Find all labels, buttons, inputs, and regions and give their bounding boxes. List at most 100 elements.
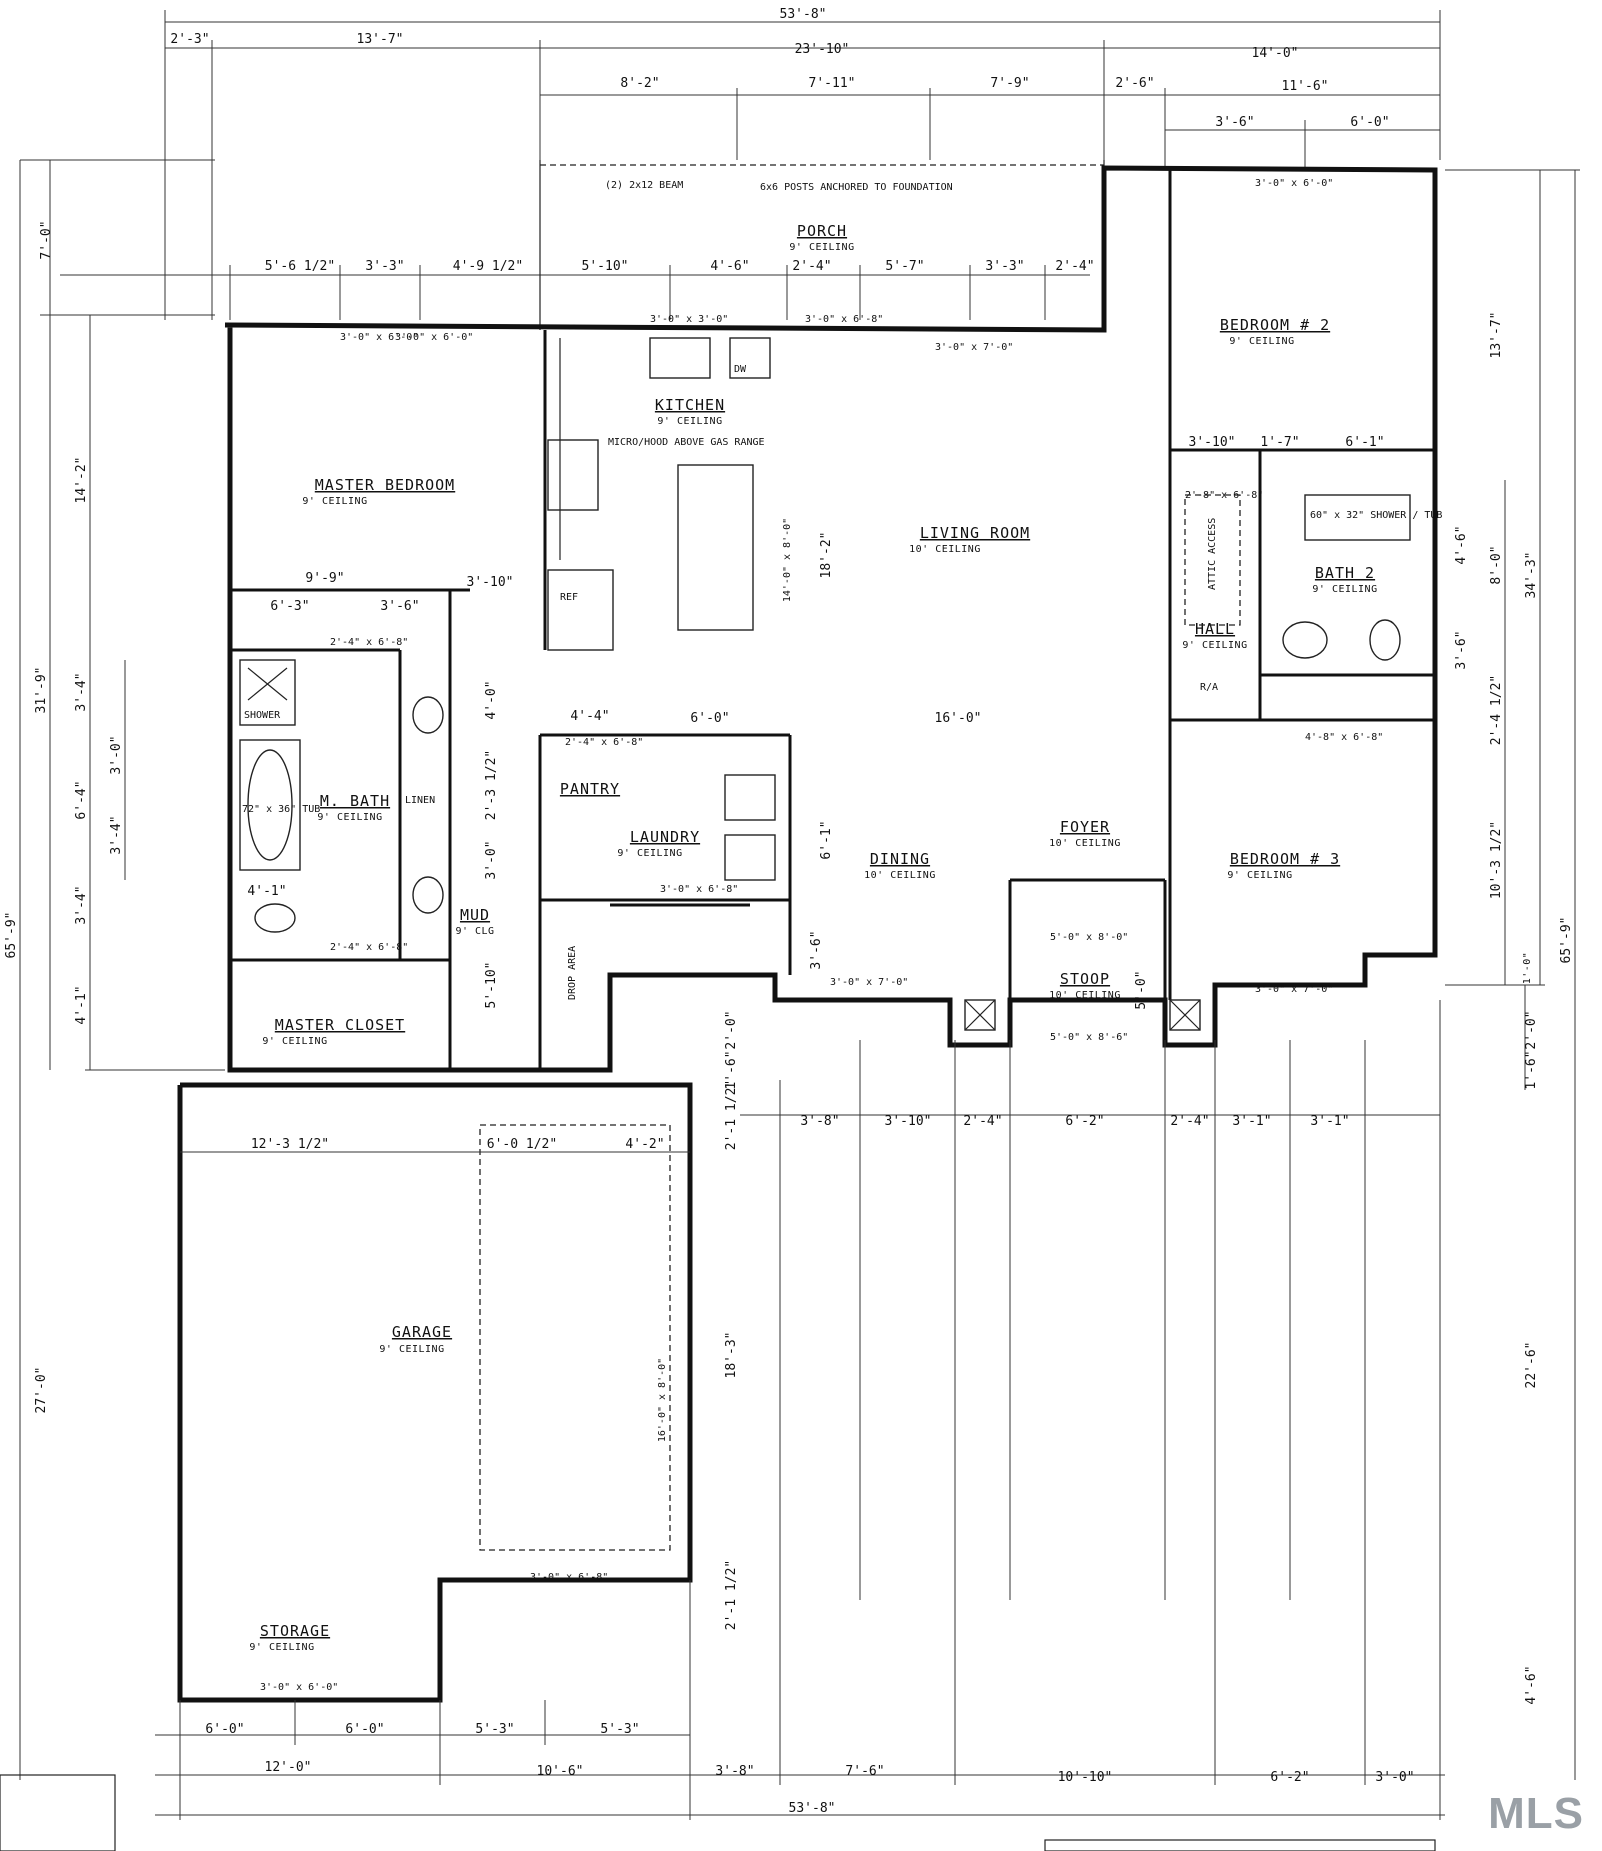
- dim-right-5: 3'-6": [1454, 630, 1469, 669]
- microhood-note: MICRO/HOOD ABOVE GAS RANGE: [608, 437, 765, 448]
- kitchen-ceiling: 9' CEILING: [657, 416, 722, 427]
- pantry-door-tag: 2'-4" x 6'-8": [565, 737, 643, 748]
- dim-top2-1: 8'-2": [620, 76, 659, 91]
- dim-int-8: 18'-2": [819, 532, 834, 579]
- kitchen-fixtures: [547, 337, 771, 651]
- dim-int-13: 6'-1": [1345, 435, 1384, 450]
- living-room-ceiling: 10' CEILING: [909, 544, 981, 555]
- bath2-toilet: [1369, 619, 1401, 661]
- front-door-tag: 3'-0" x 6'-8": [805, 314, 883, 325]
- stoop-label: STOOP: [1060, 970, 1110, 988]
- dim-top2-5: 11'-6": [1282, 79, 1329, 94]
- closet-door-tag: 2'-4" x 6'-8": [330, 942, 408, 953]
- dim-int-4: 3'-10": [467, 575, 514, 590]
- dim-porch-3: 4'-9 1/2": [453, 259, 523, 274]
- attic-label: ATTIC ACCESS: [1207, 518, 1218, 590]
- overall-width-top: 53'-8": [780, 7, 827, 22]
- dim-top2-3: 7'-9": [990, 76, 1029, 91]
- window-tag-1: 3'-0" x 6'-0": [340, 332, 418, 343]
- dim-front-2: 3'-10": [885, 1114, 932, 1129]
- m-bath-ceiling: 9' CEILING: [317, 812, 382, 823]
- dim-int-14: 4'-1": [247, 884, 286, 899]
- bath2-tub: [1304, 494, 1411, 541]
- bath-door-tag: 2'-4" x 6'-8": [330, 637, 408, 648]
- master-toilet: [254, 903, 296, 933]
- bedroom2-ceiling: 9' CEILING: [1229, 336, 1294, 347]
- dining-label: DINING: [870, 850, 930, 868]
- interior-walls: [230, 168, 1435, 1070]
- master-sink-1: [412, 696, 444, 734]
- m-bath-label: M. BATH: [320, 792, 390, 810]
- kitchen-island: [677, 464, 754, 631]
- dim-porch-7: 5'-7": [885, 259, 924, 274]
- dim-int-12: 1'-7": [1260, 435, 1299, 450]
- porch-label: PORCH: [797, 222, 847, 240]
- dim-int-20: 2'-0": [724, 1010, 739, 1049]
- dim-int-3: 3'-6": [380, 599, 419, 614]
- dim-int-19: 5'-0": [1134, 970, 1149, 1009]
- dim-right-garage: 22'-6": [1524, 1342, 1539, 1389]
- window-living-tag: 3'-0" x 7'-0": [935, 342, 1013, 353]
- laundry-door-tag: 3'-0" x 6'-8": [660, 884, 738, 895]
- master-bedroom-label: MASTER BEDROOM: [315, 476, 455, 494]
- foyer-ceiling: 10' CEILING: [1049, 838, 1121, 849]
- dim-int-7: 16'-0": [935, 711, 982, 726]
- porch-ceiling: 9' CEILING: [789, 242, 854, 253]
- island-size: 14'-0" x 8'-0": [782, 518, 793, 602]
- dim-top3-1: 3'-6": [1215, 115, 1254, 130]
- dim-right-7: 10'-3 1/2": [1489, 821, 1504, 899]
- linen-label: LINEN: [405, 795, 435, 806]
- hall-ceiling: 9' CEILING: [1182, 640, 1247, 651]
- side-dimension-lines: [19, 159, 1580, 1780]
- dim-bottom1-4: 5'-3": [600, 1722, 639, 1737]
- dim-right-6: 2'-4 1/2": [1489, 675, 1504, 745]
- window-storage-tag: 3'-0" x 6'-0": [260, 1682, 338, 1693]
- dryer: [724, 834, 776, 881]
- drop-area-label: DROP AREA: [567, 946, 578, 1000]
- overall-depth-right: 65'-9": [1559, 917, 1574, 964]
- garage-door-dashed: [479, 1124, 671, 1551]
- hall-door-tag: 2'-8" x 6'-8": [1185, 490, 1263, 501]
- bath2-label: BATH 2: [1315, 564, 1375, 582]
- dim-bottom1-2: 6'-0": [345, 1722, 384, 1737]
- dim-porch-5: 4'-6": [710, 259, 749, 274]
- dim-int-21: 1'-6": [724, 1050, 739, 1089]
- stoop-door-tag2: 5'-0" x 8'-6": [1050, 1032, 1128, 1043]
- dim-left-5: 6'-4": [74, 780, 89, 819]
- dim-front-3: 2'-4": [963, 1114, 1002, 1129]
- washer: [724, 774, 776, 821]
- dim-garage-1: 12'-3 1/2": [251, 1137, 329, 1152]
- dishwasher: [729, 337, 771, 379]
- laundry-ceiling: 9' CEILING: [617, 848, 682, 859]
- bath2-sink: [1282, 621, 1328, 659]
- window-dining-tag: 3'-0" x 7'-0": [830, 977, 908, 988]
- mls-watermark-logo: MLS: [1488, 1789, 1584, 1838]
- dim-bottom2-1: 12'-0": [265, 1760, 312, 1775]
- hall-label: HALL: [1195, 620, 1235, 638]
- storage-label: STORAGE: [260, 1622, 330, 1640]
- stoop-door-tag: 5'-0" x 8'-0": [1050, 932, 1128, 943]
- dw-label: DW: [734, 364, 747, 375]
- dining-ceiling: 10' CEILING: [864, 870, 936, 881]
- dim-int-2: 6'-3": [270, 599, 309, 614]
- kitchen-label: KITCHEN: [655, 396, 725, 414]
- master-closet-label: MASTER CLOSET: [275, 1016, 405, 1034]
- dim-garage-side: 2'-1 1/2": [724, 1560, 739, 1630]
- dim-front-4: 6'-2": [1065, 1114, 1104, 1129]
- bath2-ceiling: 9' CEILING: [1312, 584, 1377, 595]
- dim-int-16: 2'-3 1/2": [484, 750, 499, 820]
- stoop-ceiling: 10' CEILING: [1049, 990, 1121, 1001]
- dim-int-22: 2'-1 1/2": [724, 1080, 739, 1150]
- dim-bottom2-2: 10'-6": [537, 1764, 584, 1779]
- dim-int-9: 6'-1": [819, 820, 834, 859]
- attic-access: [1184, 494, 1241, 626]
- dim-bottom1-1: 6'-0": [205, 1722, 244, 1737]
- dim-garage-3: 4'-2": [625, 1137, 664, 1152]
- foyer-label: FOYER: [1060, 818, 1110, 836]
- dim-right-2: 34'-3": [1524, 552, 1539, 599]
- dim-front-5: 2'-4": [1170, 1114, 1209, 1129]
- ra-label: R/A: [1200, 682, 1218, 693]
- dim-porch-2: 3'-3": [365, 259, 404, 274]
- dim-right-10: 1'-6": [1524, 1050, 1539, 1089]
